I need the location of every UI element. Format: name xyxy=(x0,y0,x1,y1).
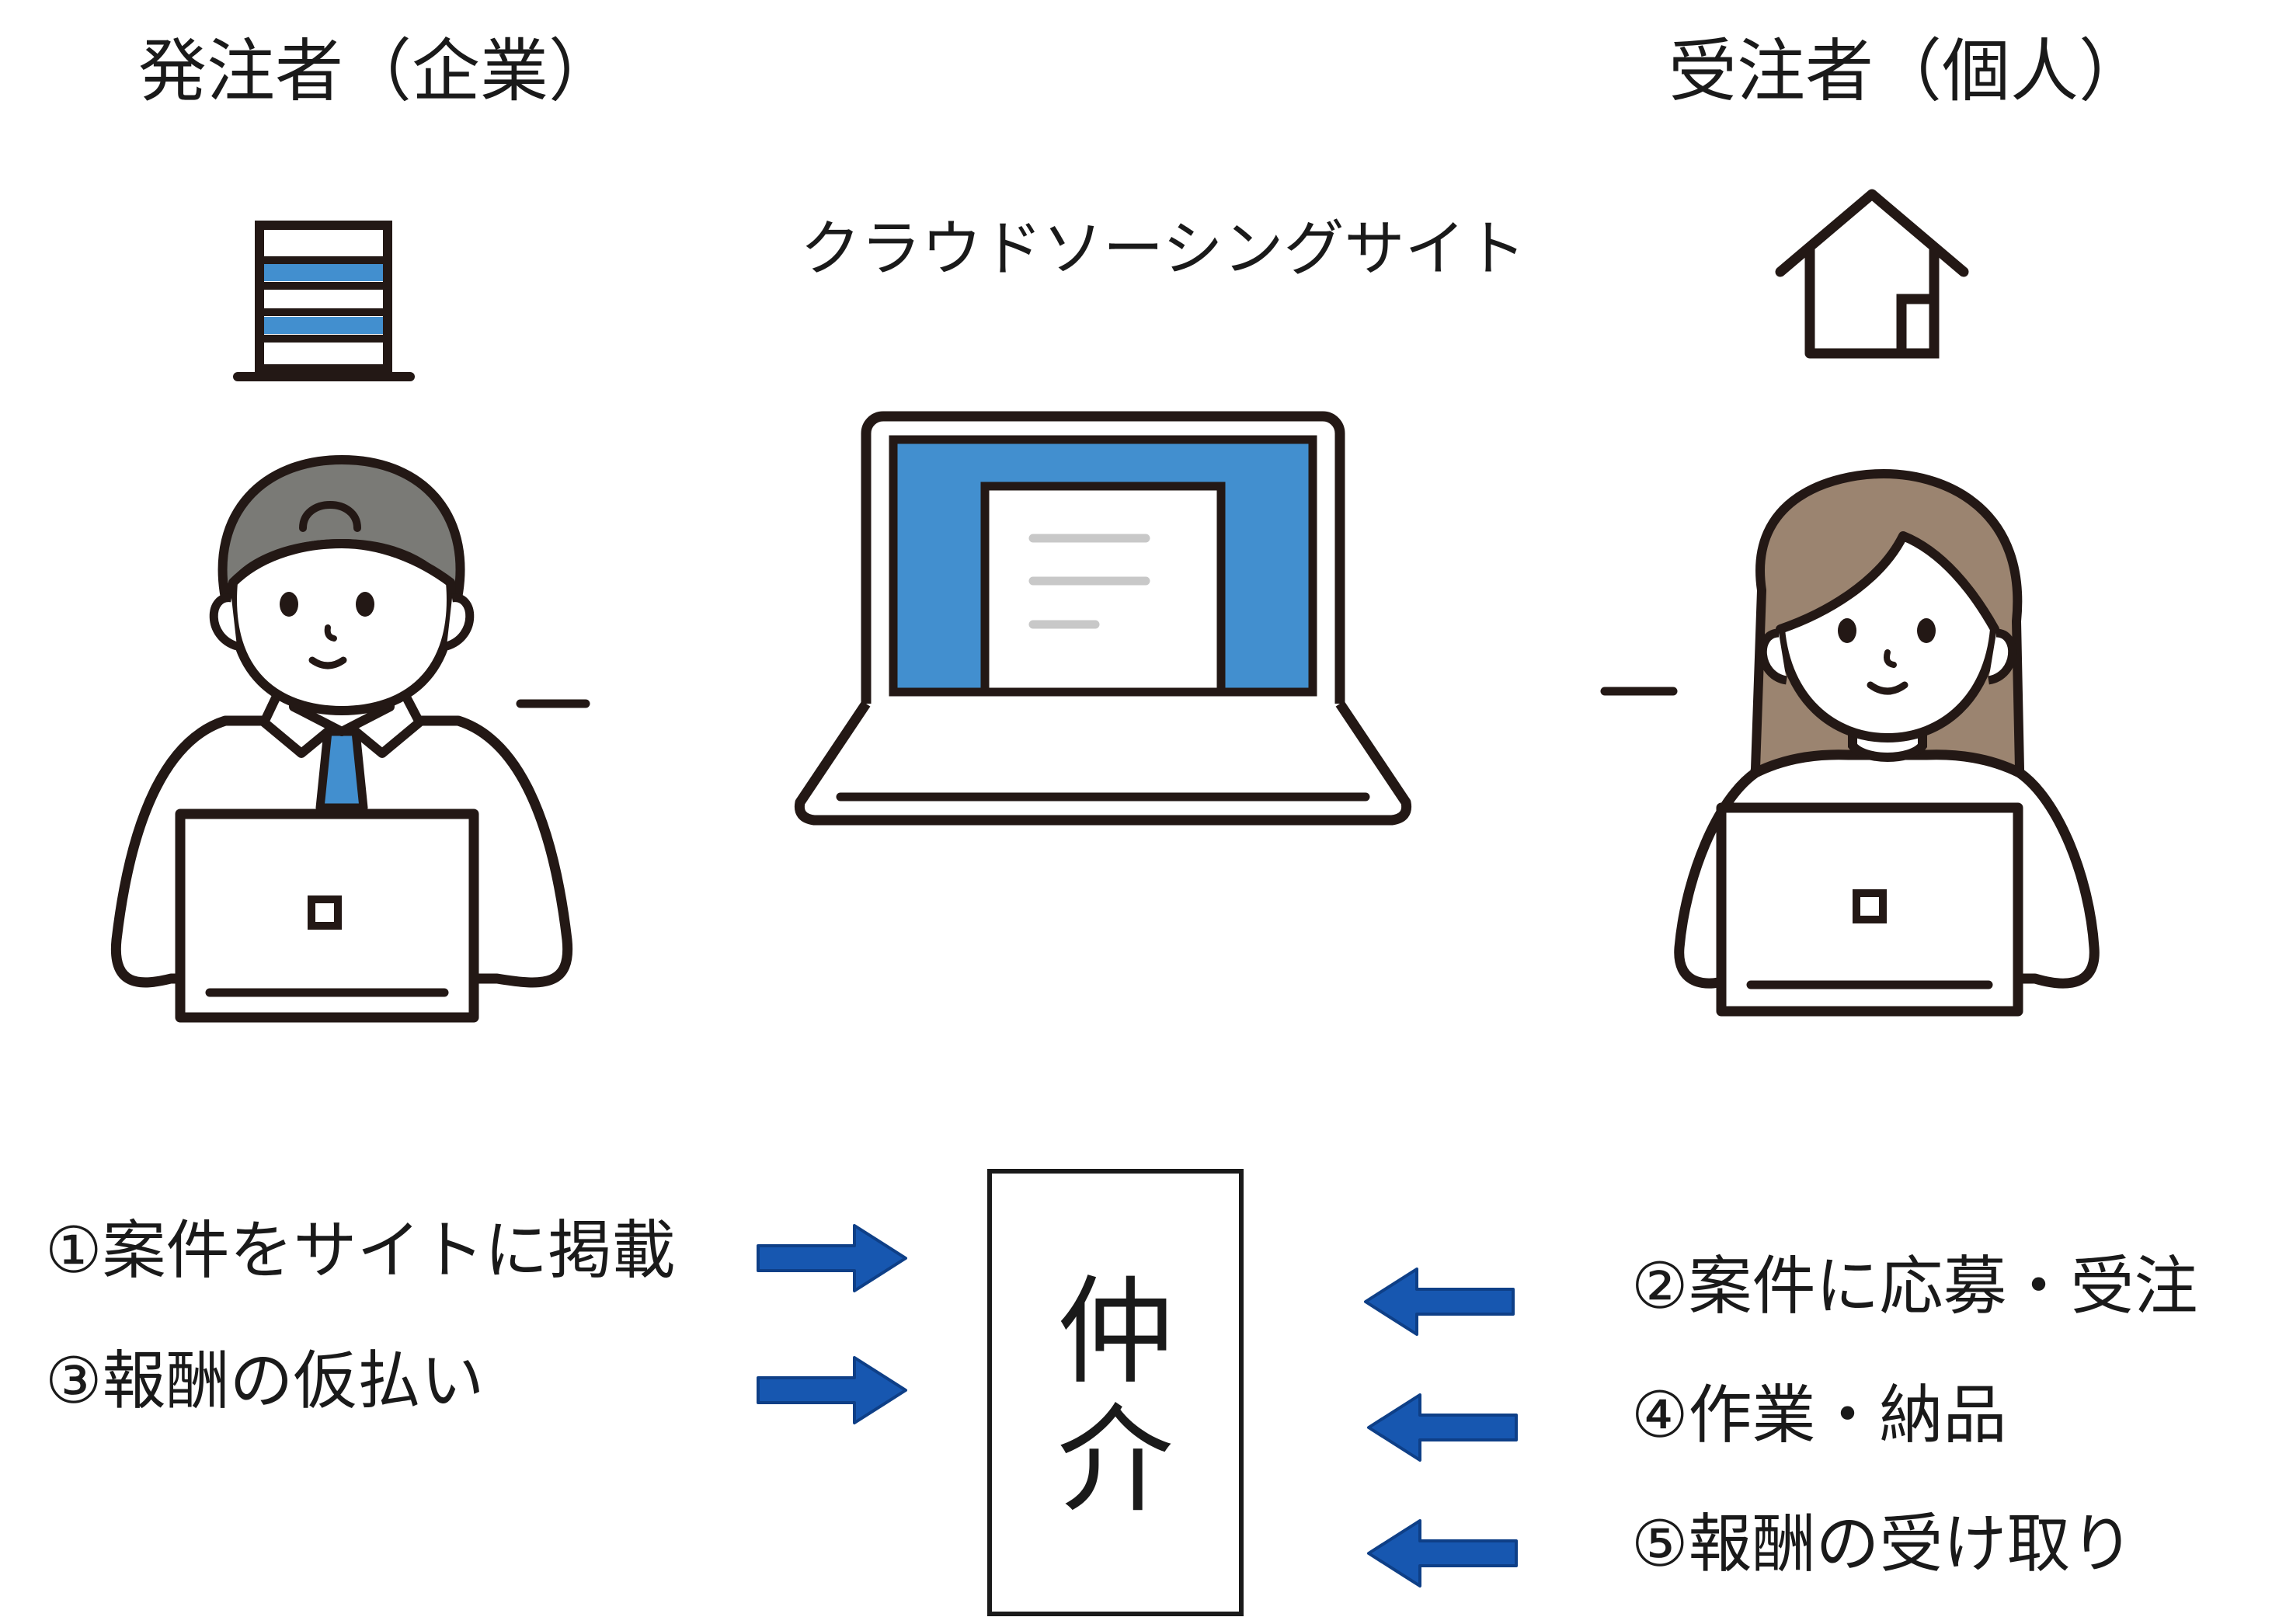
intermediary-char-1: 仲 xyxy=(1056,1265,1174,1400)
arrow-left-icon xyxy=(1367,1393,1518,1462)
worker-step-2: ②案件に応募・受注 xyxy=(1631,1250,2198,1323)
arrow-right-icon xyxy=(757,1356,907,1424)
intermediary-char-2: 介 xyxy=(1056,1393,1174,1528)
building-icon xyxy=(233,221,415,381)
woman-with-laptop-icon xyxy=(1674,469,2100,1017)
worker-step-4: ④作業・納品 xyxy=(1631,1379,2007,1452)
worker-heading: 受注者（個人） xyxy=(1668,31,2148,111)
worker-step-5: ⑤報酬の受け取り xyxy=(1631,1508,2135,1581)
arrow-left-icon xyxy=(1364,1268,1515,1336)
connector-dash-right xyxy=(1600,687,1678,696)
house-icon xyxy=(1775,189,1969,359)
connector-dash-left xyxy=(516,699,590,708)
client-step-1: ①案件をサイトに掲載 xyxy=(45,1214,676,1288)
arrow-right-icon xyxy=(757,1224,907,1292)
intermediary-box: 仲 介 xyxy=(987,1169,1244,1616)
arrow-left-icon xyxy=(1367,1519,1518,1587)
site-label: クラウドソーシングサイト xyxy=(800,214,1526,284)
client-heading: 発注者（企業） xyxy=(138,31,618,111)
businessman-with-laptop-icon xyxy=(110,455,573,1023)
client-step-3: ③報酬の仮払い xyxy=(45,1344,485,1418)
laptop-icon xyxy=(794,411,1412,826)
